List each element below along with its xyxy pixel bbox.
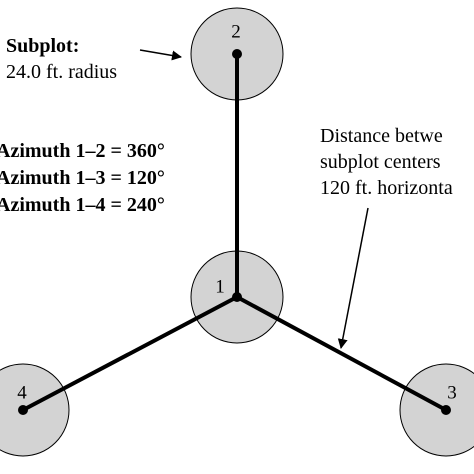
subplot-label-1: 1: [215, 276, 225, 298]
subplot-center-dot-3: [441, 405, 451, 415]
azimuth-1-4: Azimuth 1–4 = 240°: [0, 194, 165, 216]
azimuth-1-3: Azimuth 1–3 = 120°: [0, 167, 165, 189]
distance-note-line-2: subplot centers: [320, 151, 441, 173]
azimuth-1-2: Azimuth 1–2 = 360°: [0, 140, 165, 162]
subplot-label-3: 3: [447, 382, 457, 404]
subplot-note-title: Subplot:: [6, 35, 80, 57]
connector-line-1-4: [22, 295, 238, 412]
subplot-note-arrow: [139, 49, 182, 61]
subplot-label-2: 2: [231, 21, 241, 43]
subplot-center-dot-2: [232, 49, 242, 59]
subplot-circle-3: [399, 363, 474, 457]
subplot-circle-4: [0, 363, 70, 457]
subplot-center-dot-1: [232, 292, 242, 302]
subplot-label-4: 4: [17, 382, 27, 404]
subplot-center-dot-4: [18, 405, 28, 415]
distance-note-line-1: Distance betwe: [320, 125, 443, 147]
connector-line-1-3: [236, 295, 447, 412]
distance-note-line-3: 120 ft. horizonta: [320, 177, 453, 199]
distance-note-arrow: [337, 207, 369, 349]
subplot-note-detail: 24.0 ft. radius: [6, 61, 118, 83]
